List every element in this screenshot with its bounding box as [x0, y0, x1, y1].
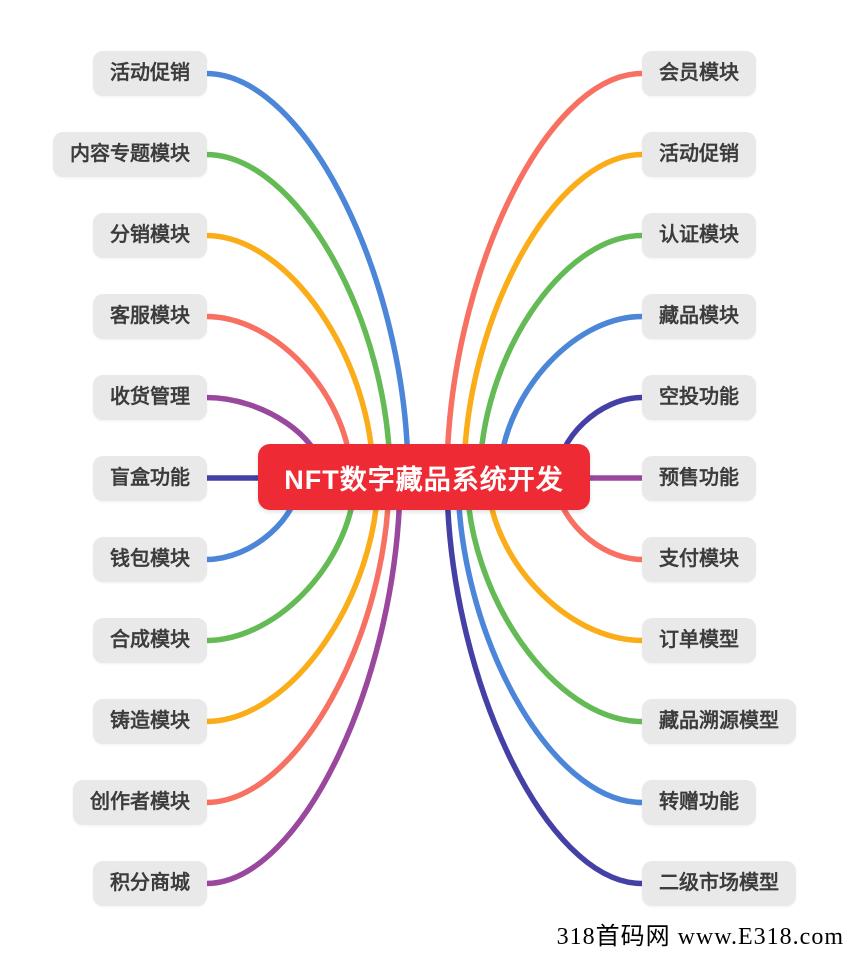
branch-line-right-1: [461, 151, 645, 480]
branch-line-left-10: [203, 474, 403, 887]
branch-node-right-0[interactable]: 会员模块: [642, 51, 756, 96]
branch-node-right-7[interactable]: 订单模型: [642, 618, 756, 663]
branch-node-left-10[interactable]: 积分商城: [93, 861, 207, 906]
branch-node-left-3[interactable]: 客服模块: [93, 294, 207, 339]
branch-line-right-9: [455, 474, 645, 806]
branch-node-right-1[interactable]: 活动促销: [642, 132, 756, 177]
branch-line-left-0: [203, 70, 411, 480]
branch-line-left-9: [203, 474, 392, 806]
branch-line-right-2: [477, 232, 645, 480]
branch-node-right-8[interactable]: 藏品溯源模型: [642, 699, 796, 744]
branch-node-left-4[interactable]: 收货管理: [93, 375, 207, 420]
branch-node-left-2[interactable]: 分销模块: [93, 213, 207, 258]
branch-line-left-8: [203, 474, 381, 725]
branch-node-right-10[interactable]: 二级市场模型: [642, 861, 796, 906]
branch-node-left-5[interactable]: 盲盒功能: [93, 456, 207, 501]
branch-line-left-2: [203, 232, 376, 480]
branch-line-right-8: [464, 474, 645, 725]
branch-node-right-6[interactable]: 支付模块: [642, 537, 756, 582]
branch-line-right-0: [444, 70, 645, 480]
branch-node-left-0[interactable]: 活动促销: [93, 51, 207, 96]
branch-node-right-9[interactable]: 转赠功能: [642, 780, 756, 825]
root-node[interactable]: NFT数字藏品系统开发: [258, 444, 590, 510]
branch-node-left-6[interactable]: 钱包模块: [93, 537, 207, 582]
branch-node-right-5[interactable]: 预售功能: [642, 456, 756, 501]
branch-node-right-4[interactable]: 空投功能: [642, 375, 756, 420]
root-label: NFT数字藏品系统开发: [284, 464, 564, 495]
branch-node-left-7[interactable]: 合成模块: [93, 618, 207, 663]
branch-node-left-8[interactable]: 铸造模块: [93, 699, 207, 744]
branch-line-left-1: [203, 151, 393, 480]
watermark-text: 318首码网 www.E318.com: [556, 924, 844, 950]
branch-node-left-9[interactable]: 创作者模块: [73, 780, 207, 825]
branch-line-right-10: [444, 474, 645, 887]
branch-node-left-1[interactable]: 内容专题模块: [53, 132, 207, 177]
branch-node-right-2[interactable]: 认证模块: [642, 213, 756, 258]
branch-node-right-3[interactable]: 藏品模块: [642, 294, 756, 339]
